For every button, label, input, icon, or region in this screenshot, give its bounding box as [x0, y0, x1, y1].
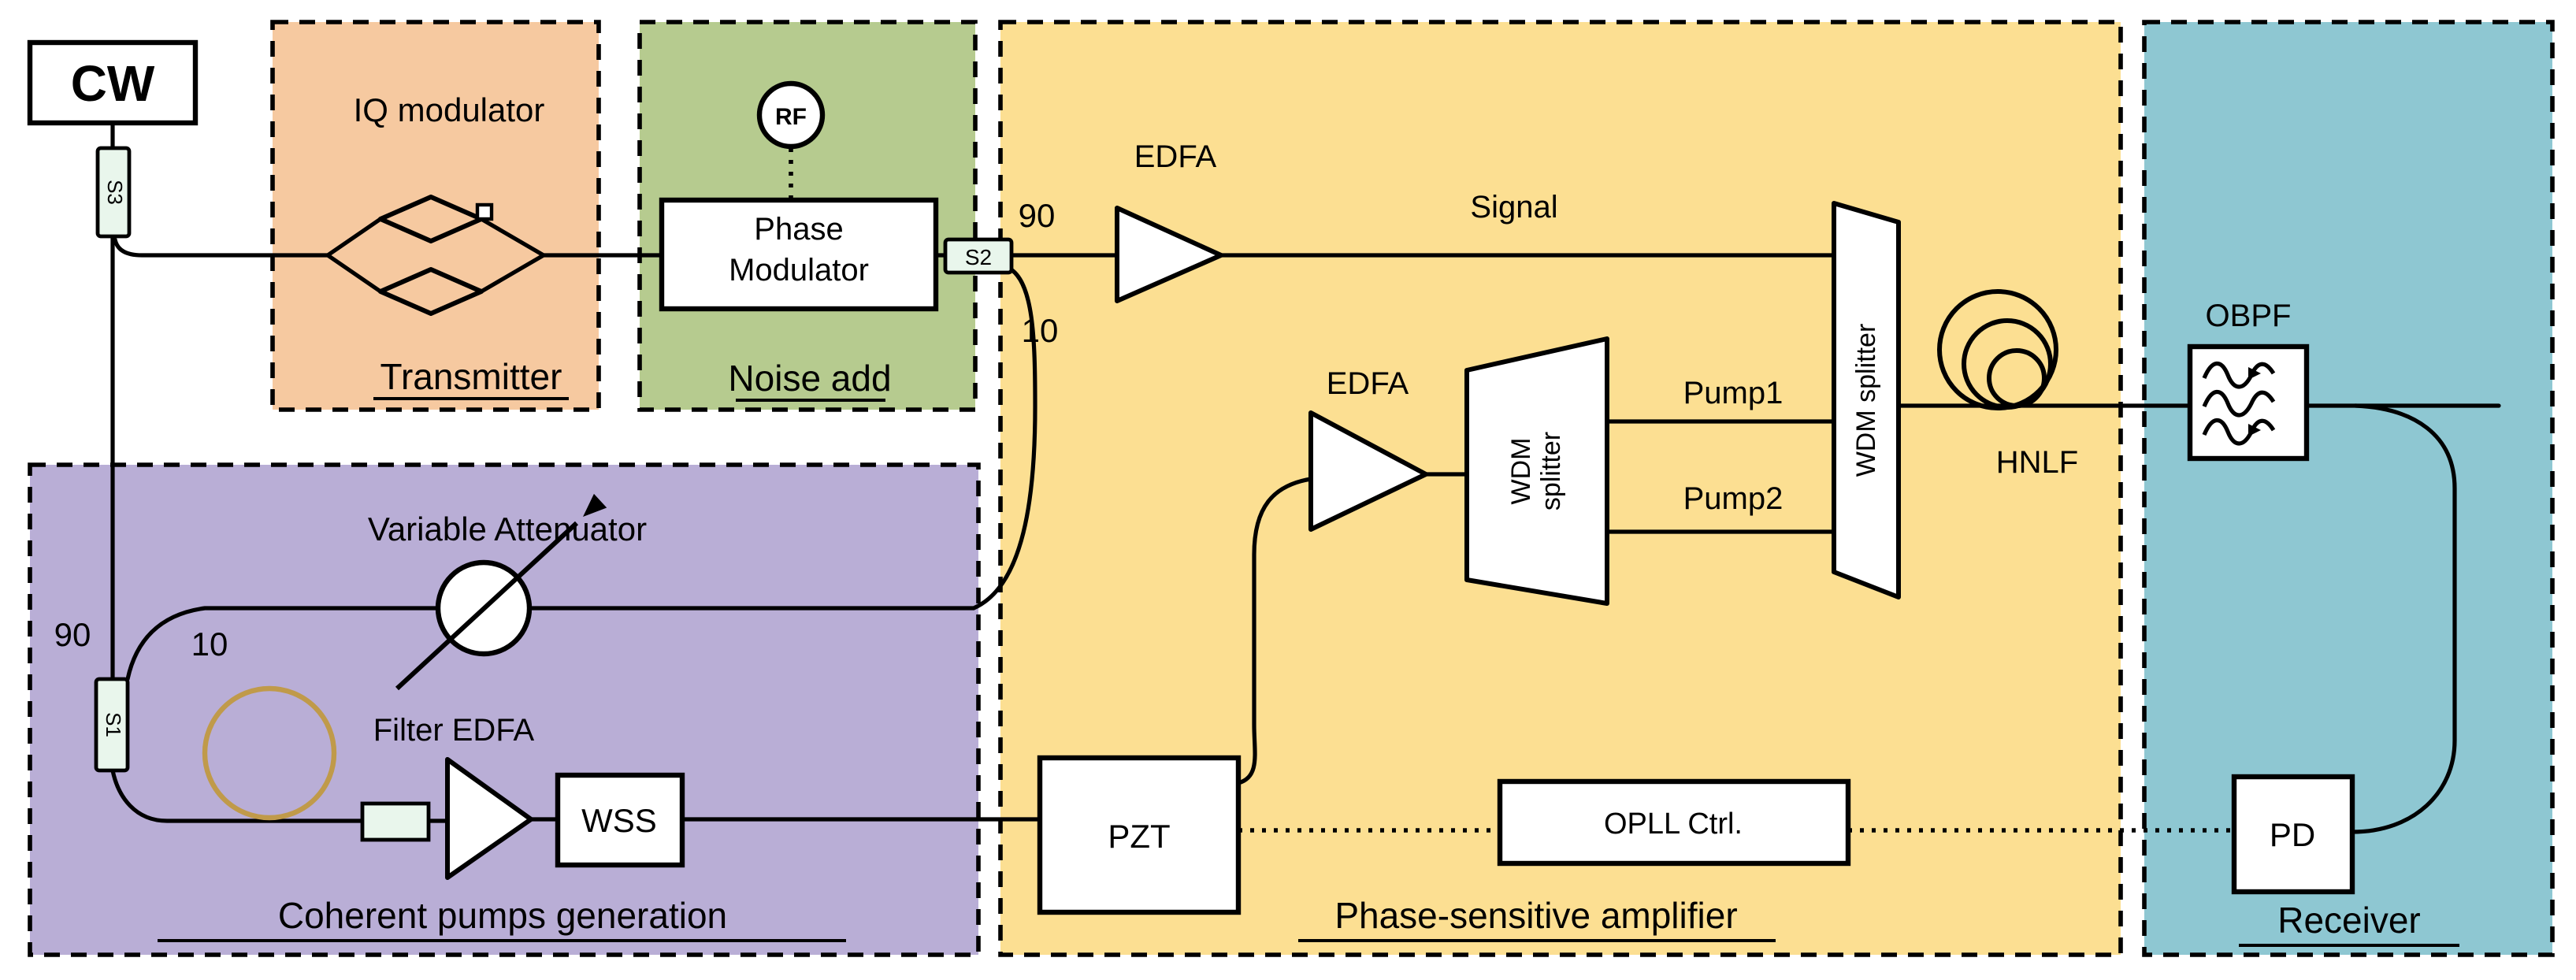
- s3-to-mzm-wire: [113, 237, 330, 258]
- mzm-electrode-square: [475, 202, 494, 221]
- filter-icon: [360, 801, 431, 842]
- s2-ratio-90-label: 90: [1019, 197, 1056, 234]
- wdm-splitter-1-label-line2: splitter: [1536, 432, 1566, 510]
- wss-box: [555, 772, 685, 868]
- phase-modulator-label-line1: Phase: [754, 212, 843, 247]
- mzm-arm-wires: [325, 217, 546, 294]
- pump-edfa-icon: [1308, 410, 1428, 532]
- cw-laser-box: [27, 39, 199, 126]
- variable-attenuator-label: Variable Attenuator: [368, 510, 647, 548]
- mzm-icon: [378, 195, 494, 316]
- coherent-pumps-label: Coherent pumps generation: [278, 895, 727, 936]
- pd-label: PD: [2270, 816, 2315, 853]
- wdm-splitter-2: [1832, 201, 1901, 600]
- filter-edfa-label: Filter EDFA: [373, 713, 535, 748]
- splitter-s1-label: S1: [102, 712, 125, 737]
- opll-ctrl-box: [1497, 778, 1851, 867]
- wdm-splitter-2-label: WDM splitter: [1851, 324, 1881, 477]
- s2-tap-to-attenuator-wire: [125, 265, 1037, 681]
- transmitter-region: [270, 20, 601, 412]
- splitter-s2: [943, 237, 1014, 275]
- obpf-box: [2187, 343, 2310, 462]
- phase-sensitive-amplifier-label: Phase-sensitive amplifier: [1334, 895, 1737, 936]
- s1-ratio-10-label: 10: [191, 625, 228, 663]
- splitter-s3-label: S3: [103, 180, 127, 205]
- signal-edfa-label: EDFA: [1134, 139, 1217, 174]
- pump1-label: Pump1: [1683, 376, 1784, 410]
- coherent-pumps-region: [28, 462, 981, 957]
- wdm-splitter-1: [1464, 336, 1609, 606]
- splitter-s1: [94, 677, 130, 773]
- obpf-to-pd-wire: [2350, 403, 2457, 834]
- splitter-s2-label: S2: [965, 245, 992, 269]
- pd-box: [2231, 774, 2355, 895]
- noise-add-label: Noise add: [728, 358, 891, 399]
- fiber-loop-icon: [202, 685, 337, 821]
- s1-ratio-90-label: 90: [54, 616, 91, 653]
- signal-label: Signal: [1470, 190, 1557, 225]
- receiver-label: Receiver: [2277, 900, 2421, 941]
- iq-modulator-label: IQ modulator: [354, 91, 545, 128]
- phase-modulator-box: [659, 197, 939, 312]
- wss-label: WSS: [581, 802, 657, 839]
- phase-modulator-label-line2: Modulator: [729, 253, 869, 288]
- pump-edfa-label: EDFA: [1327, 366, 1409, 401]
- pzt-box: [1037, 755, 1242, 915]
- opll-ctrl-label: OPLL Ctrl.: [1604, 807, 1743, 841]
- s1-to-filter-wire: [110, 768, 365, 823]
- rf-source-icon: [756, 80, 826, 150]
- pzt-label: PZT: [1108, 818, 1170, 855]
- variable-attenuator-icon: [395, 493, 607, 691]
- pzt-to-pump-edfa-wire: [1236, 477, 1313, 785]
- fiber-wires: [110, 121, 2501, 834]
- obpf-label: OBPF: [2206, 299, 2292, 333]
- s2-ratio-10-label: 10: [1022, 312, 1059, 349]
- transmitter-label: Transmitter: [380, 356, 562, 397]
- pump2-label: Pump2: [1683, 481, 1784, 516]
- hnlf-label: HNLF: [1996, 445, 2078, 480]
- rf-label: RF: [775, 104, 807, 130]
- obpf-filter-icon: [2202, 361, 2276, 446]
- hnlf-coil-icon: [1937, 289, 2058, 410]
- signal-edfa-icon: [1115, 206, 1223, 303]
- gen-edfa-icon: [445, 757, 533, 880]
- cw-laser-label: CW: [71, 55, 155, 112]
- splitter-s3: [95, 146, 132, 239]
- wdm-splitter-1-label-line1: WDM: [1506, 438, 1536, 505]
